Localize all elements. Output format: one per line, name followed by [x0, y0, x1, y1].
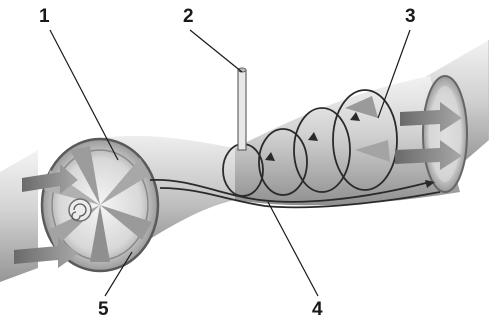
- venturi-body: [100, 76, 467, 270]
- leader-line-2: [190, 30, 242, 72]
- callout-label-2: 2: [183, 7, 194, 26]
- callout-label-1: 1: [39, 7, 50, 26]
- callout-label-5: 5: [98, 300, 109, 319]
- callout-label-4: 4: [312, 300, 323, 319]
- callout-label-3: 3: [405, 7, 416, 26]
- measurement-probe: [238, 68, 246, 150]
- leader-line-4: [268, 202, 318, 296]
